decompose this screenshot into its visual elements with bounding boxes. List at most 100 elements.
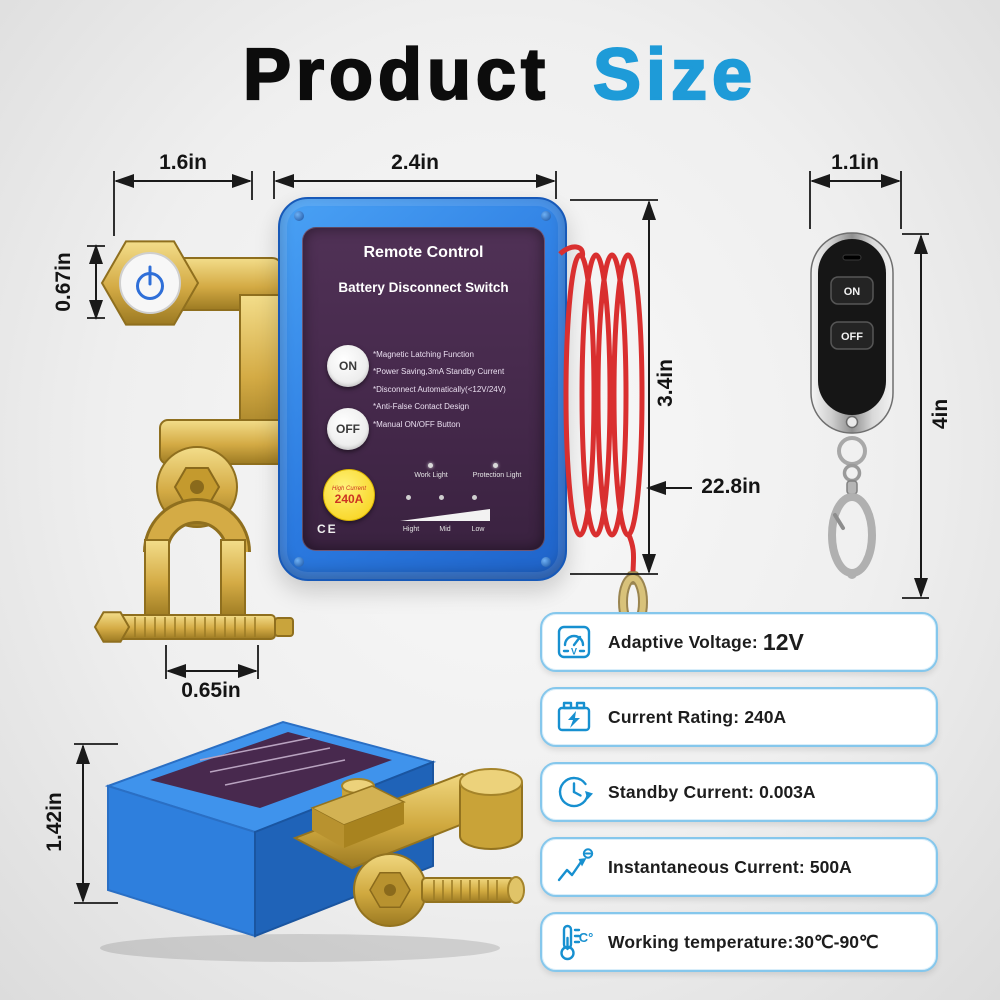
dim-label-body-width: 2.4in (391, 151, 439, 174)
work-light-led-icon (428, 463, 433, 468)
level-label-low: Low (471, 526, 485, 533)
work-light-label: Work Light (414, 472, 448, 479)
protection-light-led-icon (493, 463, 498, 468)
dim-body-width (273, 171, 557, 199)
keyring-link-icon (842, 463, 862, 483)
battery-current-icon (552, 695, 596, 739)
level-dot-icon (406, 495, 411, 500)
corner-screw-icon (294, 211, 304, 221)
remote-control-graphic: ON OFF (810, 232, 894, 579)
gold-terminal-block (310, 778, 406, 848)
box-top-label (150, 732, 392, 808)
thermometer-icon: C° (552, 920, 596, 964)
lobster-clasp-icon (828, 493, 876, 577)
dim-label-clamp-width: 0.65in (181, 679, 241, 702)
protection-light-label: Protection Light (472, 472, 522, 479)
feature-list: *Magnetic Latching Function *Power Savin… (373, 346, 543, 433)
feature-item: *Manual ON/OFF Button (373, 419, 461, 429)
bolt-end-cap (274, 617, 294, 637)
wire-loop (563, 252, 597, 538)
remote-on-button (830, 276, 874, 305)
remote-off-button (830, 321, 874, 350)
page-title-black: Product (242, 34, 550, 116)
wire-tail (625, 531, 637, 575)
clamp-center-bolt (190, 480, 204, 494)
panel-title-line1: Remote Control (363, 244, 484, 261)
corner-screw-icon (541, 557, 551, 567)
feature-item: *Disconnect Automatically(<12V/24V) (373, 384, 506, 394)
corner-screw-icon (294, 557, 304, 567)
dim-label-wire-length: 22.8in (701, 475, 761, 498)
level-label-high: Hight (402, 526, 420, 533)
spec-row-working-temperature: C° Working temperature: 30℃-90℃ (540, 912, 938, 972)
switch-body: Remote Control Battery Disconnect Switch… (278, 197, 567, 581)
dim-label-knob-width: 1.6in (159, 151, 207, 174)
dim-label-box-height: 1.42in (43, 792, 66, 852)
level-dot-icon (439, 495, 444, 500)
dim-label-body-height: 3.4in (654, 359, 677, 407)
wire-loop (595, 252, 629, 538)
feature-item: *Anti-False Contact Design (373, 402, 470, 412)
spec-label: Instantaneous Current: (608, 856, 805, 877)
label-text-lines (199, 737, 346, 786)
device-on-button: ON (327, 345, 369, 387)
spec-value: 500A (809, 856, 852, 877)
clasp-trigger (833, 513, 845, 530)
spec-row-current-rating: Current Rating: 240A (540, 687, 938, 747)
voltmeter-icon: V (552, 620, 596, 664)
feature-item: *Power Saving,3mA Standby Current (373, 367, 505, 377)
spec-label: Standby Current: (608, 781, 755, 802)
clamp-jaw-left (144, 539, 170, 619)
clamp-jaw-right (220, 539, 246, 619)
high-current-badge: High Current 240A (323, 469, 375, 521)
level-dot-icon (472, 495, 477, 500)
feature-item: *Magnetic Latching Function (373, 350, 474, 359)
corner-screw-icon (541, 211, 551, 221)
front-clamp (353, 853, 525, 927)
dim-label-remote-height: 4in (929, 398, 952, 430)
clasp-pivot (847, 569, 857, 579)
remote-off-label: OFF (841, 331, 863, 343)
spec-label: Current Rating: (608, 706, 740, 727)
wire-loop (579, 252, 613, 538)
panel-title-line2: Battery Disconnect Switch (338, 280, 509, 295)
bolt-threads (134, 617, 256, 637)
page-title-blue: Size (592, 34, 758, 116)
clasp-swivel (846, 480, 858, 495)
clamp-jaw-arc (146, 501, 248, 553)
red-wire-graphic (558, 244, 648, 631)
standby-clock-icon (552, 770, 596, 814)
surge-current-icon (552, 845, 596, 889)
gold-cylinder-terminal (459, 768, 523, 850)
dim-label-knob-height: 0.67in (52, 252, 75, 312)
dim-remote-width (809, 171, 902, 229)
product-3d-graphic (100, 720, 525, 962)
dim-label-remote-width: 1.1in (831, 151, 879, 174)
spec-value: 240A (744, 706, 787, 727)
switch-label-panel: Remote Control Battery Disconnect Switch… (302, 227, 545, 551)
badge-value: 240A (334, 491, 364, 506)
keyring-icon (837, 436, 867, 466)
spec-value: 0.003A (759, 781, 816, 802)
spec-row-standby-current: Standby Current: 0.003A (540, 762, 938, 822)
remote-led-slot (842, 254, 862, 261)
spec-label: Adaptive Voltage: (608, 631, 758, 652)
device-off-button: OFF (327, 408, 369, 450)
spec-list: V Adaptive Voltage: 12V Current Rating: … (540, 612, 938, 987)
badge-label: High Current (331, 485, 366, 492)
ground-shadow (100, 934, 500, 962)
spec-row-instantaneous-current: Instantaneous Current: 500A (540, 837, 938, 897)
svg-text:C°: C° (579, 930, 594, 945)
spec-value: 12V (762, 628, 804, 655)
remote-on-label: ON (844, 286, 861, 298)
level-label-mid: Mid (439, 526, 451, 533)
spec-label: Working temperature: (608, 931, 794, 952)
page-title: Product Size (0, 34, 1000, 116)
spec-row-voltage: V Adaptive Voltage: 12V (540, 612, 938, 672)
svg-text:V: V (571, 647, 577, 657)
brightness-wedge-icon (400, 509, 490, 521)
bolt-hex-nut (93, 611, 131, 643)
spec-value: 30℃-90℃ (794, 931, 879, 952)
remote-lanyard-hole (845, 415, 859, 429)
